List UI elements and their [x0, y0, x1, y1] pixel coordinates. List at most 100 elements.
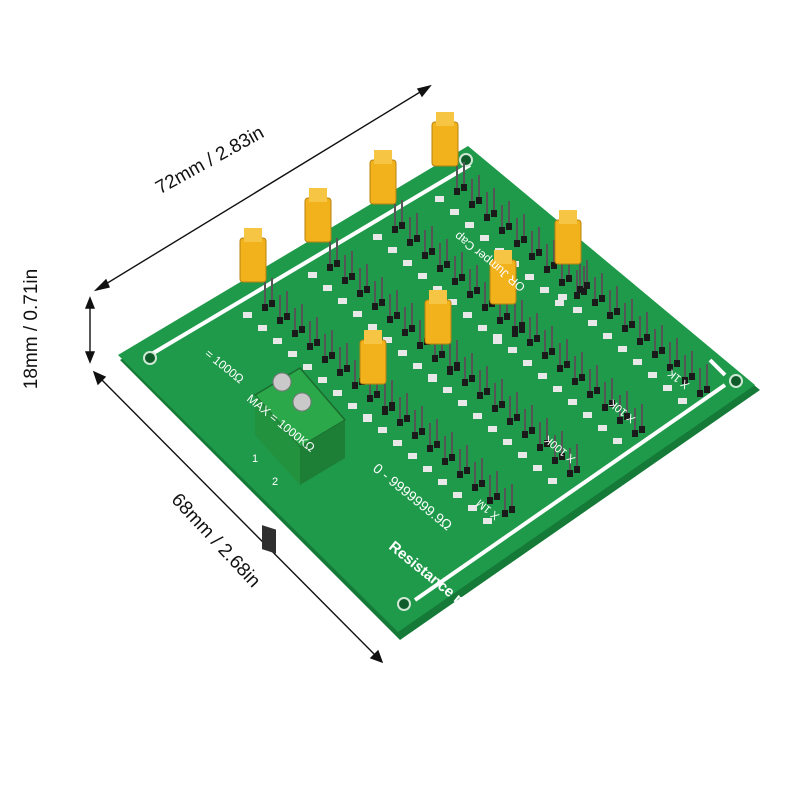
- header-base: [542, 352, 548, 359]
- resistor-pad: [478, 325, 487, 331]
- resistor-pad: [433, 286, 442, 292]
- header-base: [444, 261, 450, 268]
- header-base: [689, 373, 695, 380]
- header-base: [269, 300, 275, 307]
- header-base: [534, 335, 540, 342]
- header-base: [567, 470, 573, 477]
- jumper-cap-body: [431, 121, 459, 167]
- jumper-cap[interactable]: [489, 250, 517, 305]
- resistor-pad: [465, 222, 474, 228]
- terminal-block-side: [300, 420, 345, 485]
- header-base: [334, 260, 340, 267]
- header-base: [367, 395, 373, 402]
- header-base: [491, 210, 497, 217]
- jumper-cap-body: [424, 299, 452, 345]
- header-base: [529, 253, 535, 260]
- height-arrow-head-top: [84, 296, 96, 309]
- mounting-hole-right: [729, 374, 743, 388]
- header-base: [552, 457, 558, 464]
- header-base: [519, 326, 525, 333]
- resistor-pad: [603, 333, 612, 339]
- header-base: [487, 497, 493, 504]
- depth-arrow-head-bottom: [369, 649, 384, 664]
- jumper-cap-body: [359, 339, 387, 385]
- resistor-pad: [555, 300, 564, 306]
- jumper-cap[interactable]: [554, 210, 582, 265]
- depth-arrow: [93, 371, 383, 663]
- header-base: [522, 431, 528, 438]
- header-base: [572, 378, 578, 385]
- jumper-cap[interactable]: [369, 150, 397, 205]
- header-base: [292, 330, 298, 337]
- header-base: [461, 184, 467, 191]
- resistor-pad: [338, 298, 347, 304]
- header-base: [439, 351, 445, 358]
- header-base: [499, 227, 505, 234]
- jumper-cap-tab: [374, 150, 392, 164]
- terminal-block-front: [255, 395, 300, 485]
- resistor-pad: [378, 427, 387, 433]
- jumper-cap-tab: [364, 330, 382, 344]
- header-base: [464, 467, 470, 474]
- header-base: [479, 480, 485, 487]
- header-base: [364, 286, 370, 293]
- header-base: [514, 414, 520, 421]
- header-base: [407, 239, 413, 246]
- header-base: [512, 326, 518, 333]
- jumper-cap-tab: [309, 188, 327, 202]
- header-base: [602, 404, 608, 411]
- header-base: [449, 454, 455, 461]
- header-base: [382, 406, 388, 413]
- header-base: [404, 415, 410, 422]
- header-base: [457, 471, 463, 478]
- terminal-screw-2: [292, 392, 312, 412]
- header-base: [574, 466, 580, 473]
- resistor-pad: [323, 285, 332, 291]
- jumper-cap[interactable]: [424, 290, 452, 345]
- header-base: [659, 347, 665, 354]
- header-base: [389, 402, 395, 409]
- header-base: [299, 326, 305, 333]
- pcb-surface: [118, 146, 755, 632]
- header-base: [574, 292, 580, 299]
- header-base: [337, 369, 343, 376]
- resistor-pad: [458, 400, 467, 406]
- header-base: [682, 377, 688, 384]
- header-base: [514, 240, 520, 247]
- jumper-cap[interactable]: [431, 112, 459, 167]
- width-arrow: [95, 85, 431, 291]
- resistor-pad: [408, 453, 417, 459]
- terminal-block: [253, 367, 347, 554]
- jumper-cap-body: [304, 197, 332, 243]
- header-base: [652, 351, 658, 358]
- resistor-pad: [633, 359, 642, 365]
- header-base: [432, 355, 438, 362]
- jumper-cap[interactable]: [304, 188, 332, 243]
- jumper-cap-tab: [436, 112, 454, 126]
- jumper-cap[interactable]: [359, 330, 387, 385]
- header-base: [537, 444, 543, 451]
- header-base: [414, 235, 420, 242]
- resistor-pad: [453, 492, 462, 498]
- header-base: [592, 299, 598, 306]
- resistor-pad: [353, 311, 362, 317]
- header-base: [469, 201, 475, 208]
- resistor-pad: [473, 413, 482, 419]
- resistor-pad: [398, 350, 407, 356]
- header-base: [637, 338, 643, 345]
- header-base: [504, 313, 510, 320]
- header-base: [409, 325, 415, 332]
- header-base: [599, 295, 605, 302]
- width-arrow-head-left: [93, 278, 110, 292]
- header-base: [372, 303, 378, 310]
- resistor-pad: [523, 360, 532, 366]
- header-base: [527, 339, 533, 346]
- header-base: [419, 428, 425, 435]
- jumper-cap[interactable]: [239, 228, 267, 283]
- header-base: [564, 361, 570, 368]
- jumper-cap-tab: [244, 228, 262, 242]
- header-base: [529, 427, 535, 434]
- resistor-pad: [308, 272, 317, 278]
- header-base: [397, 419, 403, 426]
